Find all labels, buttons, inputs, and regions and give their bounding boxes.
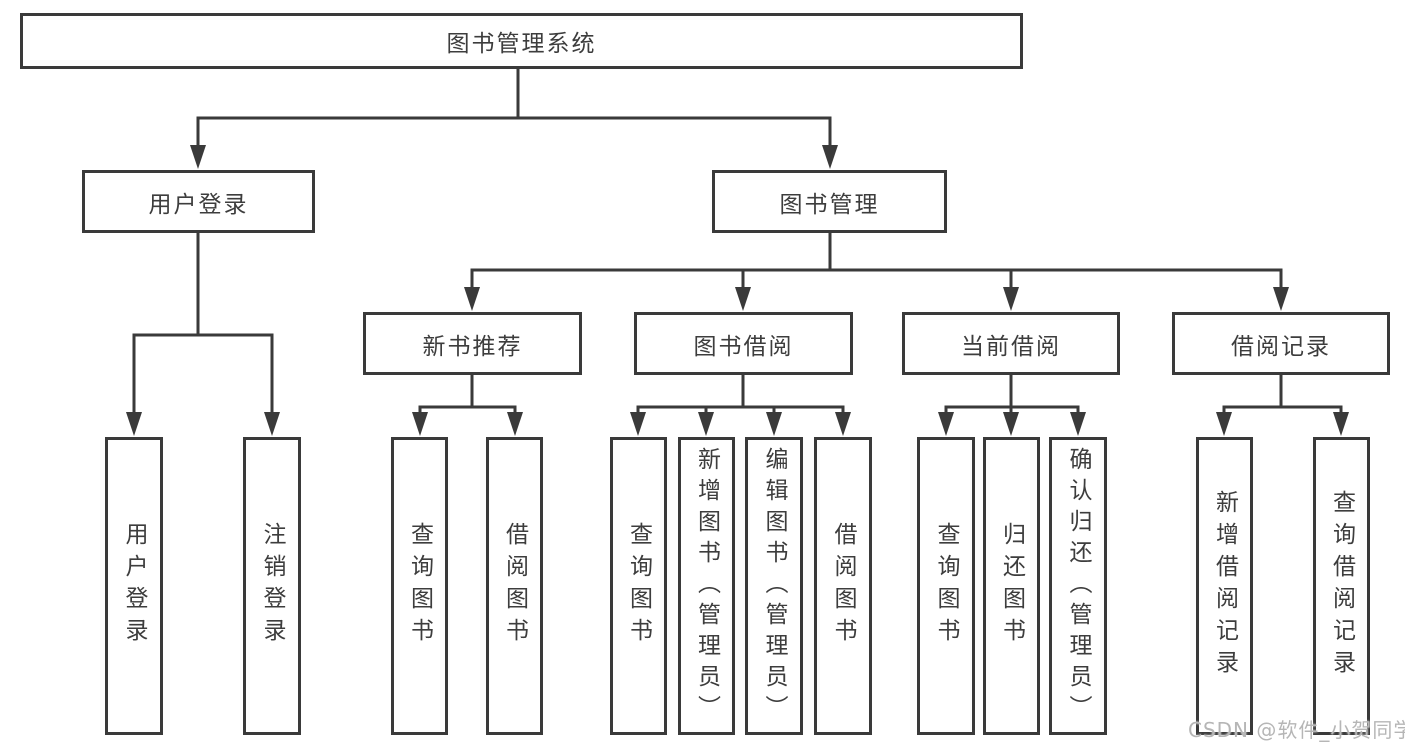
node-leaf-borrow-books-borrow: 借阅图书	[814, 437, 872, 735]
node-leaf-query-books-rec: 查询图书	[391, 437, 448, 735]
connector-root-to-level2	[190, 69, 838, 169]
connector-user-login-children	[126, 233, 280, 436]
node-leaf-query-books-borrow: 查询图书	[610, 437, 667, 735]
connector-book-borrow-children	[630, 375, 851, 436]
node-current-borrow: 当前借阅	[902, 312, 1120, 375]
node-leaf-borrow-books-rec: 借阅图书	[486, 437, 543, 735]
node-leaf-return-books: 归还图书	[983, 437, 1040, 735]
node-book-management: 图书管理	[712, 170, 947, 233]
connector-new-book-rec-children	[412, 375, 523, 436]
node-new-book-recommend: 新书推荐	[363, 312, 582, 375]
node-leaf-add-books-admin: 新增图书（管理员）	[678, 437, 735, 735]
node-borrow-record: 借阅记录	[1172, 312, 1390, 375]
node-leaf-confirm-return-admin: 确认归还（管理员）	[1049, 437, 1107, 735]
node-leaf-logout: 注销登录	[243, 437, 301, 735]
connector-book-mgmt-to-level3	[464, 233, 1289, 311]
connector-current-borrow-children	[938, 375, 1086, 436]
node-leaf-query-books-current: 查询图书	[917, 437, 975, 735]
connector-borrow-record-children	[1216, 375, 1349, 436]
node-leaf-query-borrow-record: 查询借阅记录	[1313, 437, 1370, 735]
node-user-login: 用户登录	[82, 170, 315, 233]
node-book-borrow: 图书借阅	[634, 312, 853, 375]
node-leaf-user-login: 用户登录	[105, 437, 163, 735]
csdn-watermark: CSDN @软件_小贺同学	[1188, 718, 1405, 742]
node-root-library-system: 图书管理系统	[20, 13, 1023, 69]
node-leaf-edit-books-admin: 编辑图书（管理员）	[745, 437, 803, 735]
node-leaf-add-borrow-record: 新增借阅记录	[1196, 437, 1253, 735]
